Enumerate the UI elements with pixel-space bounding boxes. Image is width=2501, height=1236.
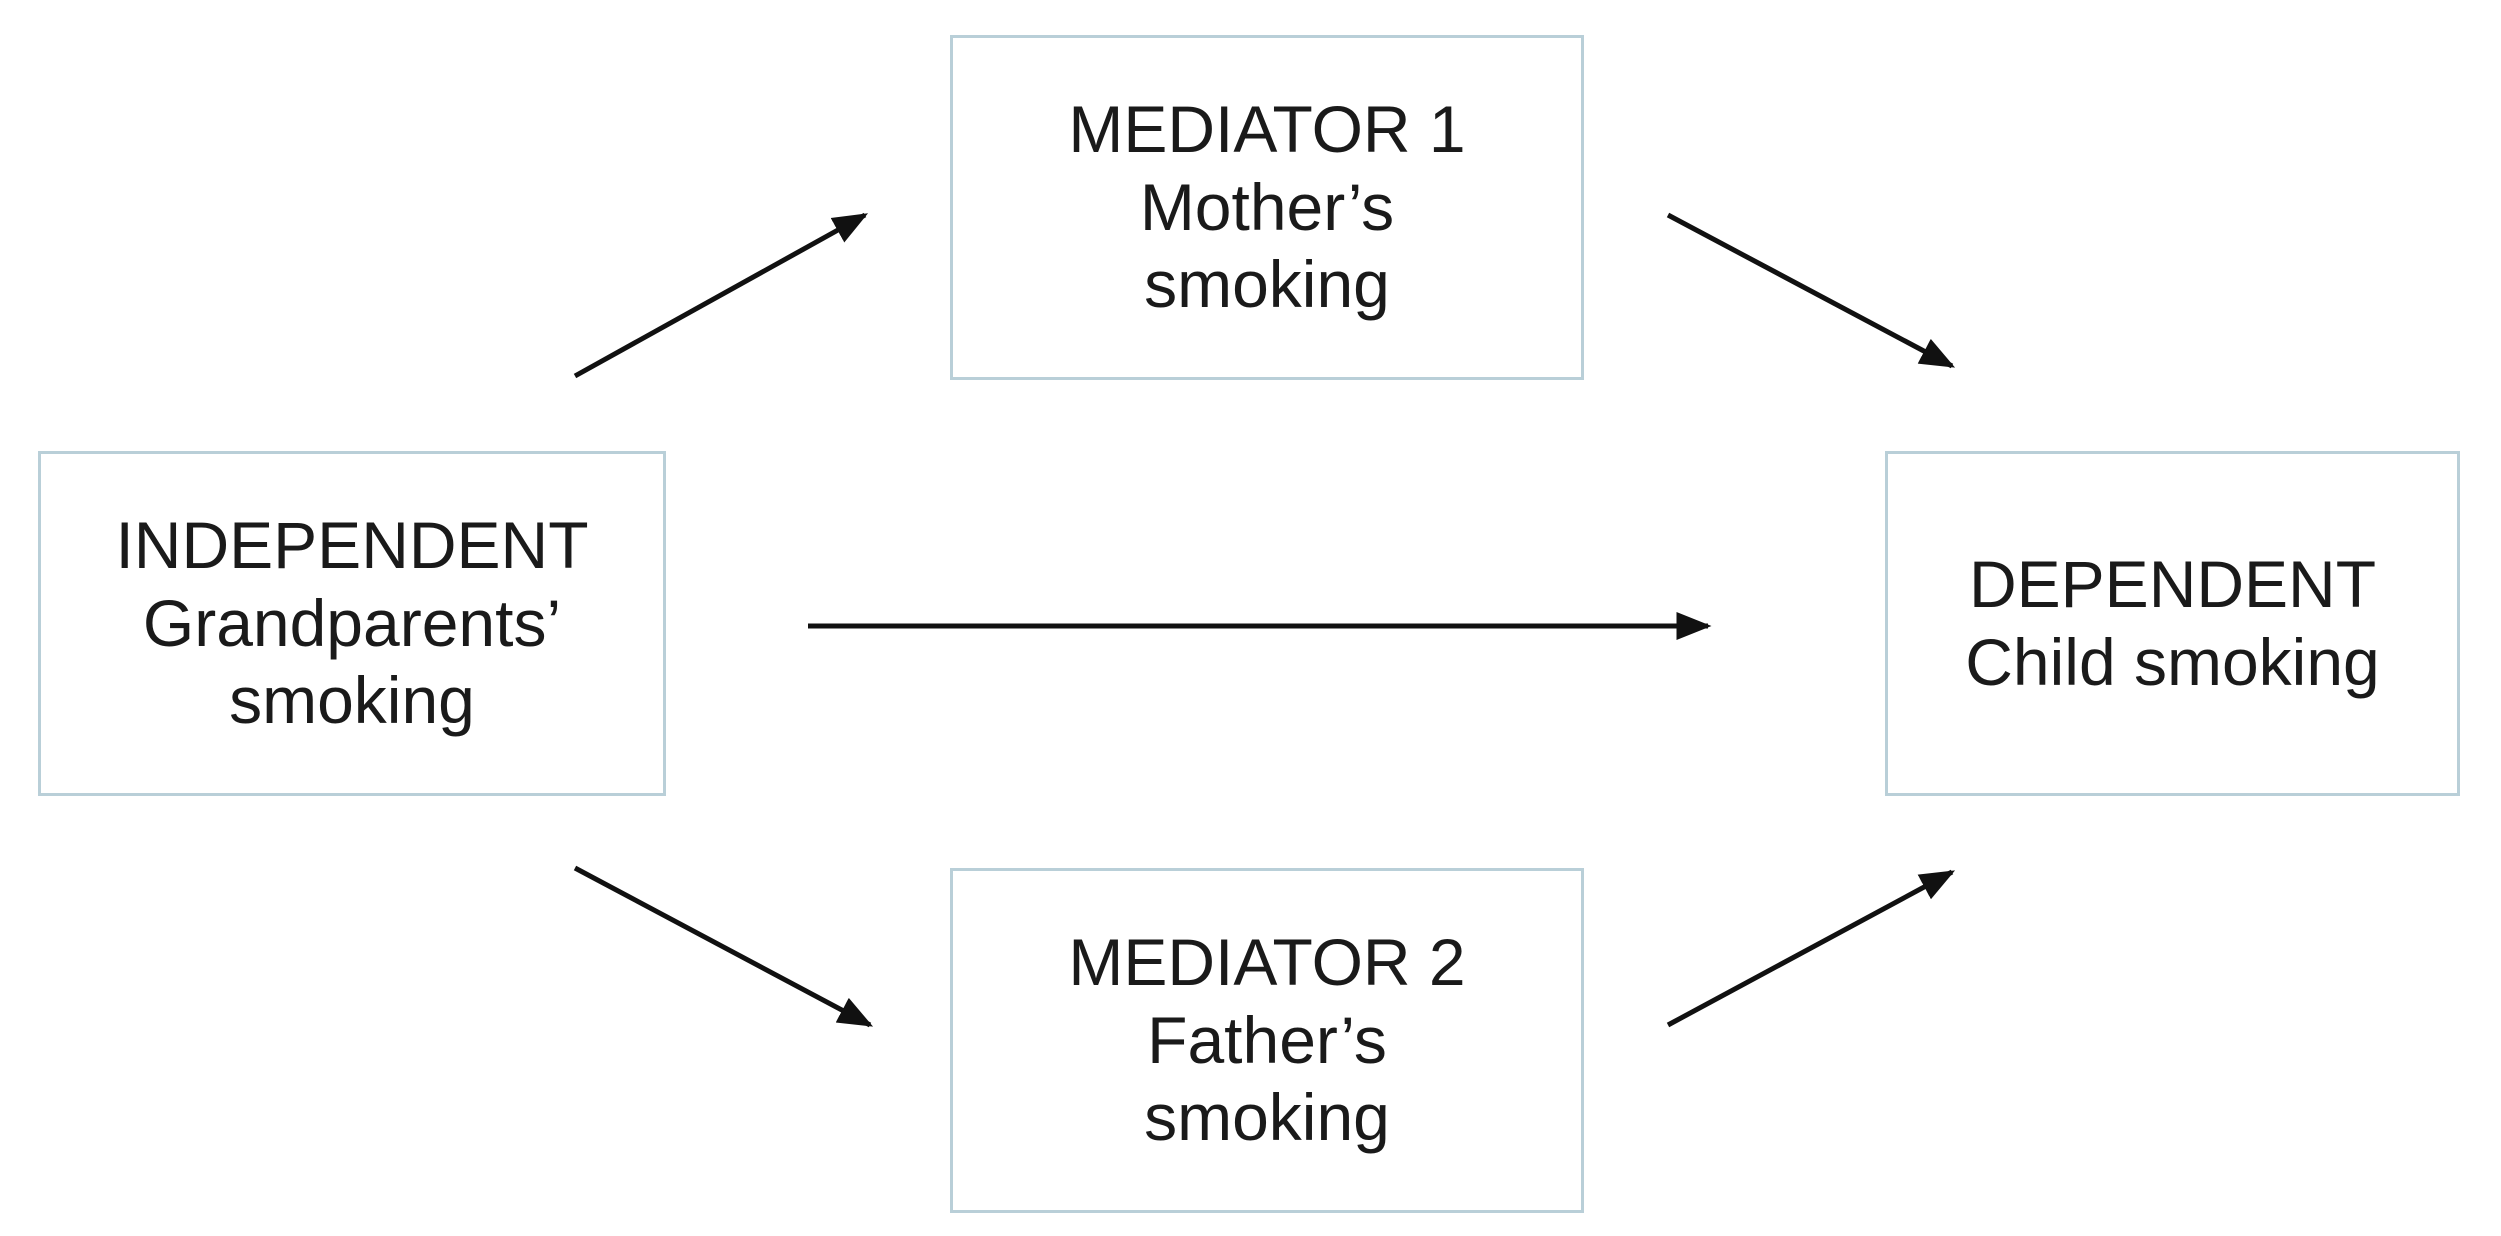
arrow-independent-to-mediator-1	[573, 212, 869, 379]
independent-box: INDEPENDENT Grandparents’ smoking	[38, 451, 666, 796]
arrow-independent-to-mediator-2	[573, 865, 874, 1028]
mediator-1-label-line-1: Mother’s	[1139, 169, 1395, 244]
arrow-mediator-2-to-dependent	[1666, 869, 1956, 1028]
dependent-role: DEPENDENT	[1968, 546, 2377, 621]
independent-label-line-1: Grandparents’	[142, 585, 562, 660]
mediator-2-label-line-2: smoking	[1144, 1080, 1390, 1155]
independent-role: INDEPENDENT	[115, 507, 589, 582]
mediator-2-role: MEDIATOR 2	[1068, 924, 1466, 999]
mediator-1-label-line-2: smoking	[1144, 247, 1390, 322]
arrow-mediator-1-to-dependent	[1666, 212, 1956, 369]
mediator-2-label-line-1: Father’s	[1147, 1002, 1387, 1077]
independent-label-line-2: smoking	[229, 663, 475, 738]
mediator-1-box: MEDIATOR 1 Mother’s smoking	[950, 35, 1584, 380]
dependent-box: DEPENDENT Child smoking	[1885, 451, 2460, 796]
mediator-1-role: MEDIATOR 1	[1068, 91, 1466, 166]
dependent-label: Child smoking	[1965, 624, 2380, 699]
mediator-2-box: MEDIATOR 2 Father’s smoking	[950, 868, 1584, 1213]
